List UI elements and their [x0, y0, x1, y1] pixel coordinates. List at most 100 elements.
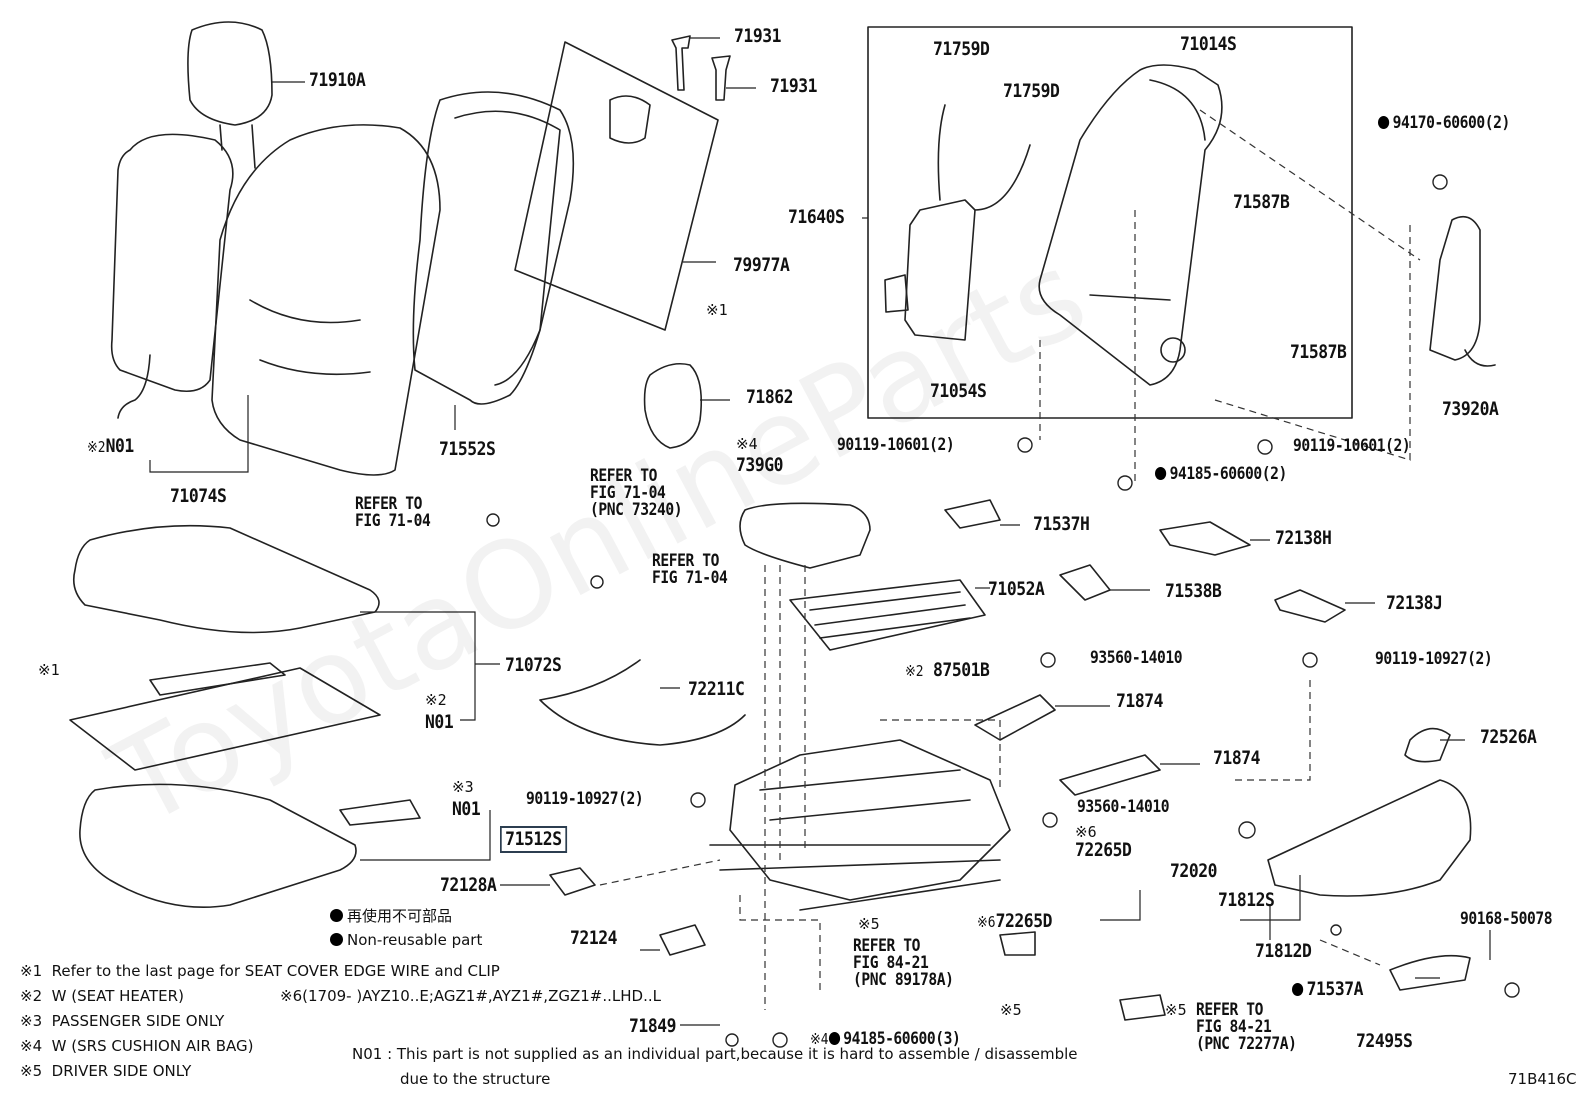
part-label-93560-14010[interactable]: 93560-14010: [1077, 797, 1170, 817]
part-label-71759D[interactable]: 71759D: [1003, 80, 1060, 102]
part-label-71931[interactable]: 71931: [734, 25, 782, 47]
part-label-71054S[interactable]: 71054S: [930, 380, 987, 402]
cushion-airbag-part: [739, 502, 871, 569]
part-label-72265D-no1[interactable]: 72265D: [1075, 839, 1132, 861]
footnote-2: ※2 W (SEAT HEATER): [20, 989, 184, 1004]
n01-note-line1: N01 : This part is not supplied as an in…: [352, 1045, 1078, 1063]
part-label-text: 71537A: [1306, 978, 1364, 1000]
note-mark-4: ※4: [736, 435, 758, 453]
part-label-72124[interactable]: 72124: [570, 927, 618, 949]
seatback-pad-part: [110, 133, 234, 419]
part-label-71812S[interactable]: 71812S: [1218, 889, 1275, 911]
footnote-mark: ※2: [20, 987, 43, 1005]
part-label-text: 94170-60600(2): [1392, 113, 1511, 133]
refer-line: FIG 71-04: [590, 483, 666, 503]
part-label-72138H[interactable]: 72138H: [1275, 527, 1332, 549]
footnote-4: ※4 W (SRS CUSHION AIR BAG): [20, 1039, 253, 1054]
part-label-71538B[interactable]: 71538B: [1165, 580, 1222, 602]
part-label-94185-60600[interactable]: ※4 94185-60600(3): [810, 1029, 961, 1049]
refer-line: (PNC 72277A): [1196, 1034, 1297, 1054]
part-label-71537A[interactable]: 71537A: [1292, 980, 1363, 999]
part-label-71512S-highlighted[interactable]: 71512S: [500, 826, 567, 853]
part-label-71052A[interactable]: 71052A: [988, 578, 1045, 600]
sensor-N01-part: [339, 799, 421, 826]
part-label-text: 94185-60600(3): [843, 1029, 961, 1049]
part-label-72265D-no2[interactable]: ※672265D: [977, 912, 1052, 931]
footnote-6: ※6(1709- )AYZ10..E;AGZ1#,AYZ1#,ZGZ1#..LH…: [280, 989, 661, 1004]
part-label-93560-14010[interactable]: 93560-14010: [1090, 648, 1183, 668]
part-label-94170-60600[interactable]: 94170-60600(2): [1378, 115, 1510, 132]
bracket-72138H-part: [1159, 521, 1251, 556]
part-label-71074S[interactable]: 71074S: [170, 485, 227, 507]
part-label-71874-no1[interactable]: 71874: [1116, 690, 1164, 712]
part-label-71537H[interactable]: 71537H: [1033, 513, 1090, 535]
part-label-71587B[interactable]: 71587B: [1233, 191, 1290, 213]
part-label-90119-10601[interactable]: 90119-10601(2): [837, 435, 955, 455]
clip-71931-part: [671, 35, 731, 101]
part-label-90168-50078[interactable]: 90168-50078: [1460, 909, 1553, 929]
part-label-71812D[interactable]: 71812D: [1255, 940, 1312, 962]
part-label-71072S[interactable]: 71072S: [505, 654, 562, 676]
part-label-71874-no2[interactable]: 71874: [1213, 747, 1261, 769]
note-mark-1: ※1: [38, 661, 60, 679]
part-label-72128A[interactable]: 72128A: [440, 874, 497, 896]
part-label-71862[interactable]: 71862: [746, 386, 794, 408]
part-label-90119-10927[interactable]: 90119-10927(2): [526, 789, 644, 809]
part-label-N01[interactable]: N01: [105, 435, 135, 457]
note-mark-2: ※2N01: [87, 437, 134, 456]
part-label-72138J[interactable]: 72138J: [1386, 592, 1443, 614]
part-label-73920A[interactable]: 73920A: [1442, 398, 1499, 420]
part-label-90119-10601[interactable]: 90119-10601(2): [1293, 436, 1411, 456]
seat-adjuster-part: [709, 739, 1011, 911]
leader-lines: [149, 37, 1491, 1026]
part-label-87501B[interactable]: ※2 87501B: [905, 661, 990, 680]
legend-en: Non-reusable part: [330, 933, 482, 948]
part-label-79977A[interactable]: 79977A: [733, 254, 790, 276]
part-label-N01[interactable]: N01: [452, 798, 481, 820]
footnote-mark: ※1: [20, 962, 43, 980]
cover-71874-1-part: [974, 694, 1056, 741]
part-label-71910A[interactable]: 71910A: [309, 69, 366, 91]
seatback-frame-part: [1038, 64, 1223, 386]
mark-text: ※4: [810, 1030, 829, 1048]
footnote-3: ※3 PASSENGER SIDE ONLY: [20, 1014, 224, 1029]
part-label-N01[interactable]: N01: [425, 711, 454, 733]
headrest-part: [187, 21, 273, 169]
frame-box: [867, 26, 1353, 419]
cover-72526A-part: [1404, 727, 1451, 763]
bracket-71538B-part: [1059, 564, 1111, 601]
non-reusable-bullet-icon: [828, 1032, 840, 1045]
part-label-71759D[interactable]: 71759D: [933, 38, 990, 60]
part-label-72495S[interactable]: 72495S: [1356, 1030, 1413, 1052]
part-label-71587B[interactable]: 71587B: [1290, 341, 1347, 363]
part-label-72526A[interactable]: 72526A: [1480, 726, 1537, 748]
note-mark-5: ※5: [858, 915, 880, 933]
part-label-94185-60600[interactable]: 94185-60600(2): [1155, 466, 1287, 483]
seatback-cover-part: [211, 124, 441, 476]
airbag-module-part: [643, 362, 703, 449]
part-label-739G0[interactable]: 739G0: [736, 454, 784, 476]
part-label-71931[interactable]: 71931: [770, 75, 818, 97]
part-label-72020[interactable]: 72020: [1170, 860, 1218, 882]
part-label-71552S[interactable]: 71552S: [439, 438, 496, 460]
non-reusable-bullet-icon: [1378, 116, 1390, 129]
part-label-71014S[interactable]: 71014S: [1180, 33, 1237, 55]
lumbar-support-part: [884, 104, 1031, 341]
legend-en-text: Non-reusable part: [347, 931, 483, 949]
part-label-71849[interactable]: 71849: [629, 1015, 677, 1037]
non-reusable-bullet-icon: [330, 909, 343, 922]
refer-line: REFER TO: [1196, 1000, 1263, 1020]
part-label-72211C[interactable]: 72211C: [688, 678, 745, 700]
part-label-71640S[interactable]: 71640S: [788, 206, 845, 228]
footnote-text: Refer to the last page for SEAT COVER ED…: [51, 962, 500, 980]
refer-line: REFER TO: [355, 494, 422, 514]
refer-line: REFER TO: [590, 466, 657, 486]
legend-jp: 再使用不可部品: [330, 909, 452, 924]
wire-harness-part: [539, 659, 746, 746]
part-label-90119-10927[interactable]: 90119-10927(2): [1375, 649, 1493, 669]
